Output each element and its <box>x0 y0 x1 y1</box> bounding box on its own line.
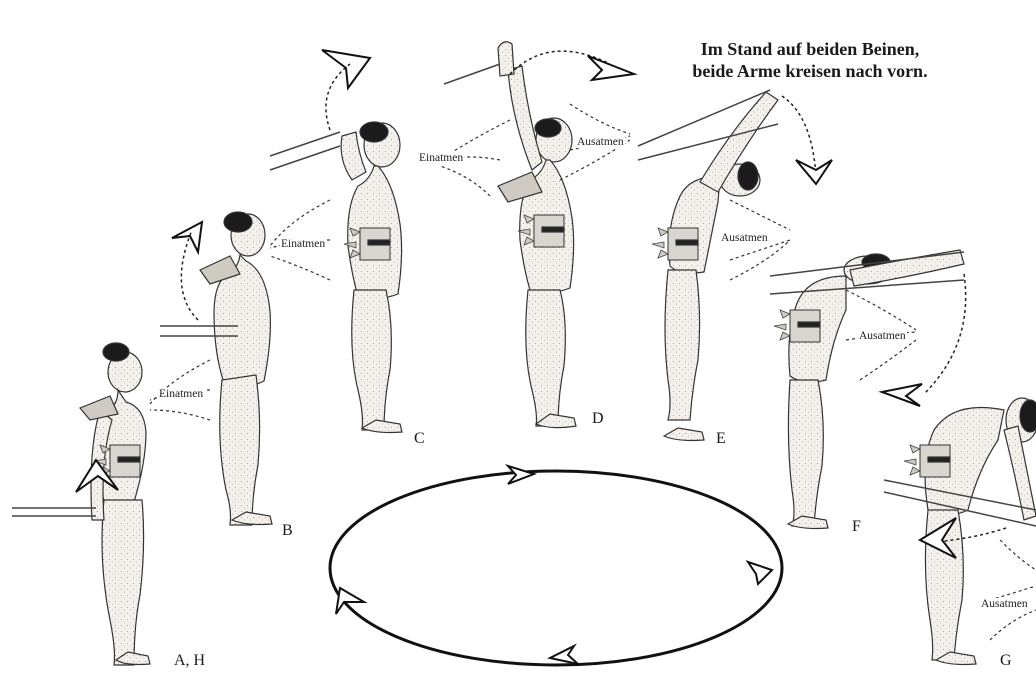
arrow-head-bottom <box>550 646 578 664</box>
figure-a <box>12 343 150 665</box>
label-c: C <box>414 430 425 448</box>
breath-lines <box>150 104 1036 640</box>
label-e: E <box>716 430 726 448</box>
label-f: F <box>852 518 861 536</box>
figure-c-arrow <box>322 50 370 88</box>
label-b: B <box>282 522 293 540</box>
breath-label-d: Ausatmen <box>576 136 625 148</box>
figure-b <box>160 212 272 525</box>
breath-label-e: Ausatmen <box>720 232 769 244</box>
figure-g <box>884 398 1036 665</box>
label-d: D <box>592 410 604 428</box>
arrow-head-left <box>336 588 364 614</box>
breath-label-c: Einatmen <box>418 152 464 164</box>
arrow-head-right <box>748 562 772 584</box>
figure-c <box>270 122 402 433</box>
rotation-ellipse <box>330 466 782 665</box>
title-line-2: beide Arme kreisen nach vorn. <box>600 60 1020 82</box>
figure-b-arrow <box>172 222 202 252</box>
breath-label-f: Ausatmen <box>858 330 907 342</box>
figure-d <box>444 42 576 428</box>
breath-label-a: Einatmen <box>158 388 204 400</box>
figure-f-arrow <box>882 384 922 406</box>
breath-label-b: Einatmen <box>280 238 326 250</box>
label-a: A, H <box>174 652 205 670</box>
title-line-1: Im Stand auf beiden Beinen, <box>600 38 1020 60</box>
breath-label-g: Ausatmen <box>980 598 1029 610</box>
title-block: Im Stand auf beiden Beinen, beide Arme k… <box>600 38 1020 82</box>
label-g: G <box>1000 652 1012 670</box>
figure-e-arrow <box>796 160 832 184</box>
arrow-head-top <box>508 466 534 484</box>
